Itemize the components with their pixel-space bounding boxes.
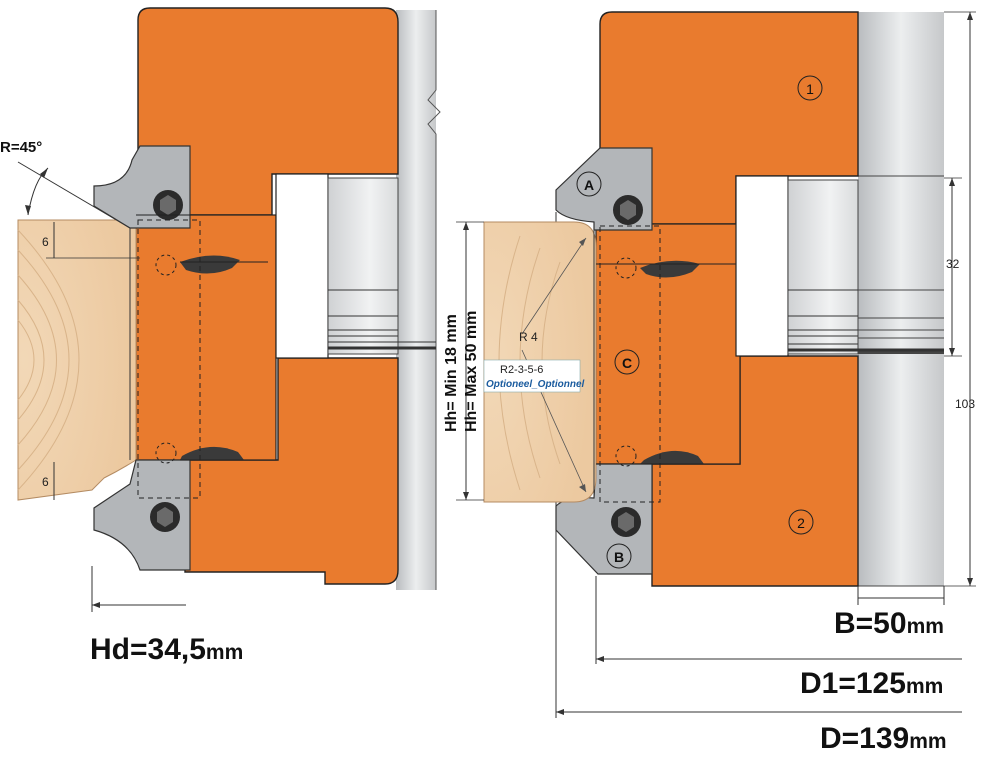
marker-2: 2 — [788, 509, 814, 535]
right-bore — [787, 179, 859, 355]
left-slot — [275, 173, 329, 359]
marker-a: A — [576, 171, 602, 197]
left-screw-bottom — [150, 502, 180, 532]
b-dimension: B=50mm — [834, 607, 944, 640]
marker-1: 1 — [797, 75, 823, 101]
dim-103: 103 — [955, 397, 975, 411]
angle-label: R=45° — [0, 139, 42, 156]
optional-label: Optioneel_Optionnel — [486, 379, 585, 390]
right-screw-bottom — [611, 507, 641, 537]
marker-c: C — [614, 349, 640, 375]
marker-b: B — [606, 543, 632, 569]
right-view: R 4 R2-3-5-6 Optioneel_Optionnel Hh= Min… — [443, 11, 976, 755]
right-middle-body — [595, 223, 741, 465]
left-shaft — [396, 10, 436, 590]
svg-text:B: B — [614, 549, 624, 565]
left-lower-body — [136, 357, 399, 585]
left-bore — [327, 177, 399, 355]
left-middle-body — [135, 214, 277, 461]
left-workpiece — [17, 219, 137, 501]
radius-label: R 4 — [519, 330, 538, 344]
svg-text:A: A — [584, 177, 594, 193]
left-upper-body — [137, 7, 399, 216]
left-shaft-break — [427, 10, 441, 590]
d1-dimension: D1=125mm — [800, 667, 943, 700]
right-slot — [735, 175, 789, 357]
svg-text:C: C — [622, 355, 632, 371]
hh-min: Hh= Min 18 mm — [443, 314, 460, 432]
right-screw-top — [613, 195, 643, 225]
svg-text:1: 1 — [806, 81, 814, 97]
radius-options: R2-3-5-6 — [500, 364, 543, 376]
dim-32: 32 — [946, 257, 960, 271]
left-lower-knife — [93, 459, 191, 571]
right-shaft — [858, 12, 944, 586]
svg-text:2: 2 — [797, 515, 805, 531]
options-box — [483, 359, 581, 393]
d-dimension: D=139mm — [820, 722, 947, 753]
dim-6-top: 6 — [42, 235, 49, 249]
hd-dimension: Hd=34,5mm — [90, 633, 243, 666]
left-view: R=45° 6 6 Hd=34,5mm — [0, 7, 441, 666]
left-screw-top — [153, 190, 183, 220]
hh-max: Hh= Max 50 mm — [463, 311, 480, 432]
dim-6-bottom: 6 — [42, 475, 49, 489]
